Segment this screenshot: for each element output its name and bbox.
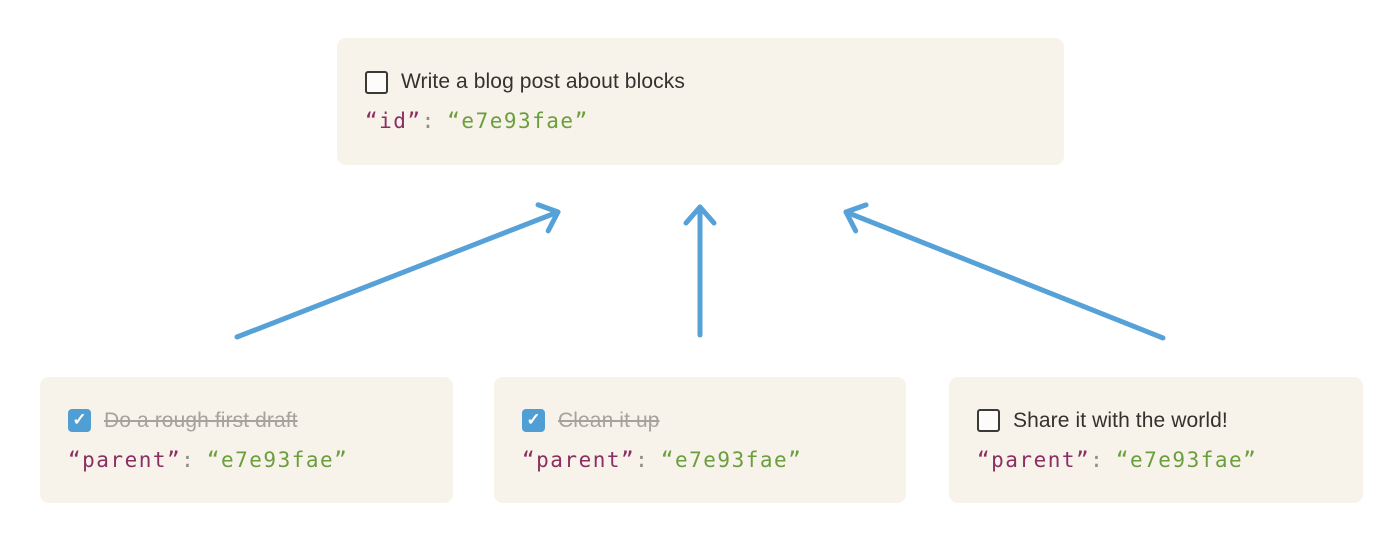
code-value: “e7e93fae” <box>206 447 349 472</box>
parent-block-card: ✓ Write a blog post about blocks “id”: “e… <box>337 38 1064 165</box>
block-parent-code: “parent”: “e7e93fae” <box>522 448 878 472</box>
code-value: “e7e93fae” <box>1115 447 1258 472</box>
todo-label: Do a rough first draft <box>104 408 298 432</box>
code-separator: : <box>421 109 436 133</box>
code-key: “id” <box>365 109 422 133</box>
child-block-card-cleanup: ✓ Clean it up “parent”: “e7e93fae” <box>494 377 906 503</box>
code-key: “parent” <box>522 447 636 472</box>
todo-item: ✓ Clean it up <box>522 409 878 433</box>
block-parent-code: “parent”: “e7e93fae” <box>68 448 425 472</box>
arrow-draft-to-parent-icon <box>234 202 561 340</box>
todo-label: Clean it up <box>558 408 660 432</box>
todo-checkbox[interactable]: ✓ <box>522 409 545 432</box>
code-value: “e7e93fae” <box>447 109 589 133</box>
checkmark-icon: ✓ <box>72 410 87 429</box>
todo-checkbox[interactable]: ✓ <box>977 409 1000 432</box>
todo-item: ✓ Write a blog post about blocks <box>365 70 1036 94</box>
todo-label: Write a blog post about blocks <box>401 70 685 93</box>
todo-checkbox[interactable]: ✓ <box>365 70 388 94</box>
child-block-card-draft: ✓ Do a rough first draft “parent”: “e7e93… <box>40 377 453 503</box>
checkmark-icon: ✓ <box>526 410 541 429</box>
todo-item: ✓ Share it with the world! <box>977 409 1335 433</box>
code-key: “parent” <box>977 447 1091 472</box>
arrow-share-to-parent-icon <box>843 202 1166 341</box>
code-separator: : <box>1090 447 1105 472</box>
code-value: “e7e93fae” <box>660 447 803 472</box>
code-separator: : <box>635 447 650 472</box>
block-parent-code: “parent”: “e7e93fae” <box>977 448 1335 472</box>
block-id-code: “id”: “e7e93fae” <box>365 109 1036 133</box>
code-separator: : <box>181 447 196 472</box>
todo-checkbox[interactable]: ✓ <box>68 409 91 432</box>
todo-label: Share it with the world! <box>1013 408 1228 432</box>
todo-item: ✓ Do a rough first draft <box>68 409 425 433</box>
child-block-card-share: ✓ Share it with the world! “parent”: “e7e… <box>949 377 1363 503</box>
code-key: “parent” <box>68 447 182 472</box>
